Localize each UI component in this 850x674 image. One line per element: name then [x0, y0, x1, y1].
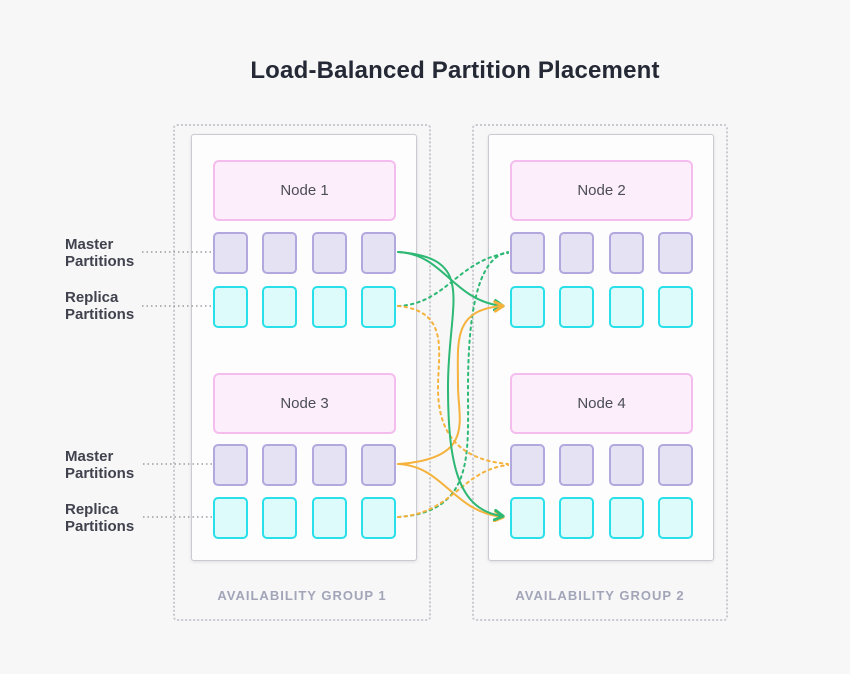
label-line: Partitions [65, 306, 135, 323]
replica-partition [657, 286, 693, 328]
replica-partition [559, 286, 595, 328]
master-partition [213, 232, 248, 274]
master-partitions-label: Master Partitions [65, 236, 160, 270]
node-4-box: Node 4 [510, 373, 693, 434]
node-1-master-row [213, 232, 396, 274]
master-partition [262, 444, 298, 486]
label-line: Partitions [65, 518, 135, 535]
node-3-replica-row [213, 497, 396, 539]
master-partition [510, 232, 545, 274]
node-4-replica-row [510, 497, 693, 539]
label-line: Replica [65, 289, 119, 306]
master-partition [311, 232, 347, 274]
master-partition [608, 232, 644, 274]
node-2-replica-row [510, 286, 693, 328]
node-2-box: Node 2 [510, 160, 693, 221]
master-partition [657, 232, 693, 274]
replica-partitions-label: Replica Partitions [65, 501, 160, 535]
replica-partition [262, 497, 298, 539]
node-2-master-row [510, 232, 693, 274]
availability-group-1-caption: AVAILABILITY GROUP 1 [217, 588, 387, 603]
server-card-group2: Node 2 Node 4 [488, 134, 714, 561]
node-1-box: Node 1 [213, 160, 396, 221]
replica-partition [311, 497, 347, 539]
server-card-group1: Node 1 Node 3 [191, 134, 417, 561]
master-partition [360, 444, 396, 486]
replica-partition [213, 286, 248, 328]
replica-partition [360, 286, 396, 328]
master-partition [213, 444, 248, 486]
master-partition [608, 444, 644, 486]
label-line: Replica [65, 501, 119, 518]
master-partition [559, 444, 595, 486]
label-line: Master [65, 448, 114, 465]
master-partition [510, 444, 545, 486]
node-2-label: Node 2 [577, 182, 626, 199]
node-3-master-row [213, 444, 396, 486]
master-partition [559, 232, 595, 274]
node-4-label: Node 4 [577, 395, 626, 412]
node-3-box: Node 3 [213, 373, 396, 434]
diagram-title: Load-Balanced Partition Placement [250, 57, 660, 84]
replica-partition [510, 497, 545, 539]
master-partition [657, 444, 693, 486]
node-3-label: Node 3 [280, 395, 329, 412]
replica-partition [608, 497, 644, 539]
node-1-label: Node 1 [280, 182, 329, 199]
replica-partition [608, 286, 644, 328]
node-1-replica-row [213, 286, 396, 328]
master-partition [360, 232, 396, 274]
replica-partition [657, 497, 693, 539]
replica-partition [510, 286, 545, 328]
label-line: Partitions [65, 465, 135, 482]
label-line: Partitions [65, 253, 135, 270]
node-4-master-row [510, 444, 693, 486]
master-partition [262, 232, 298, 274]
label-line: Master [65, 236, 114, 253]
replica-partition [213, 497, 248, 539]
replica-partitions-label: Replica Partitions [65, 289, 160, 323]
master-partitions-label: Master Partitions [65, 448, 160, 482]
replica-partition [559, 497, 595, 539]
replica-partition [262, 286, 298, 328]
availability-group-2-caption: AVAILABILITY GROUP 2 [515, 588, 685, 603]
replica-partition [311, 286, 347, 328]
master-partition [311, 444, 347, 486]
replica-partition [360, 497, 396, 539]
